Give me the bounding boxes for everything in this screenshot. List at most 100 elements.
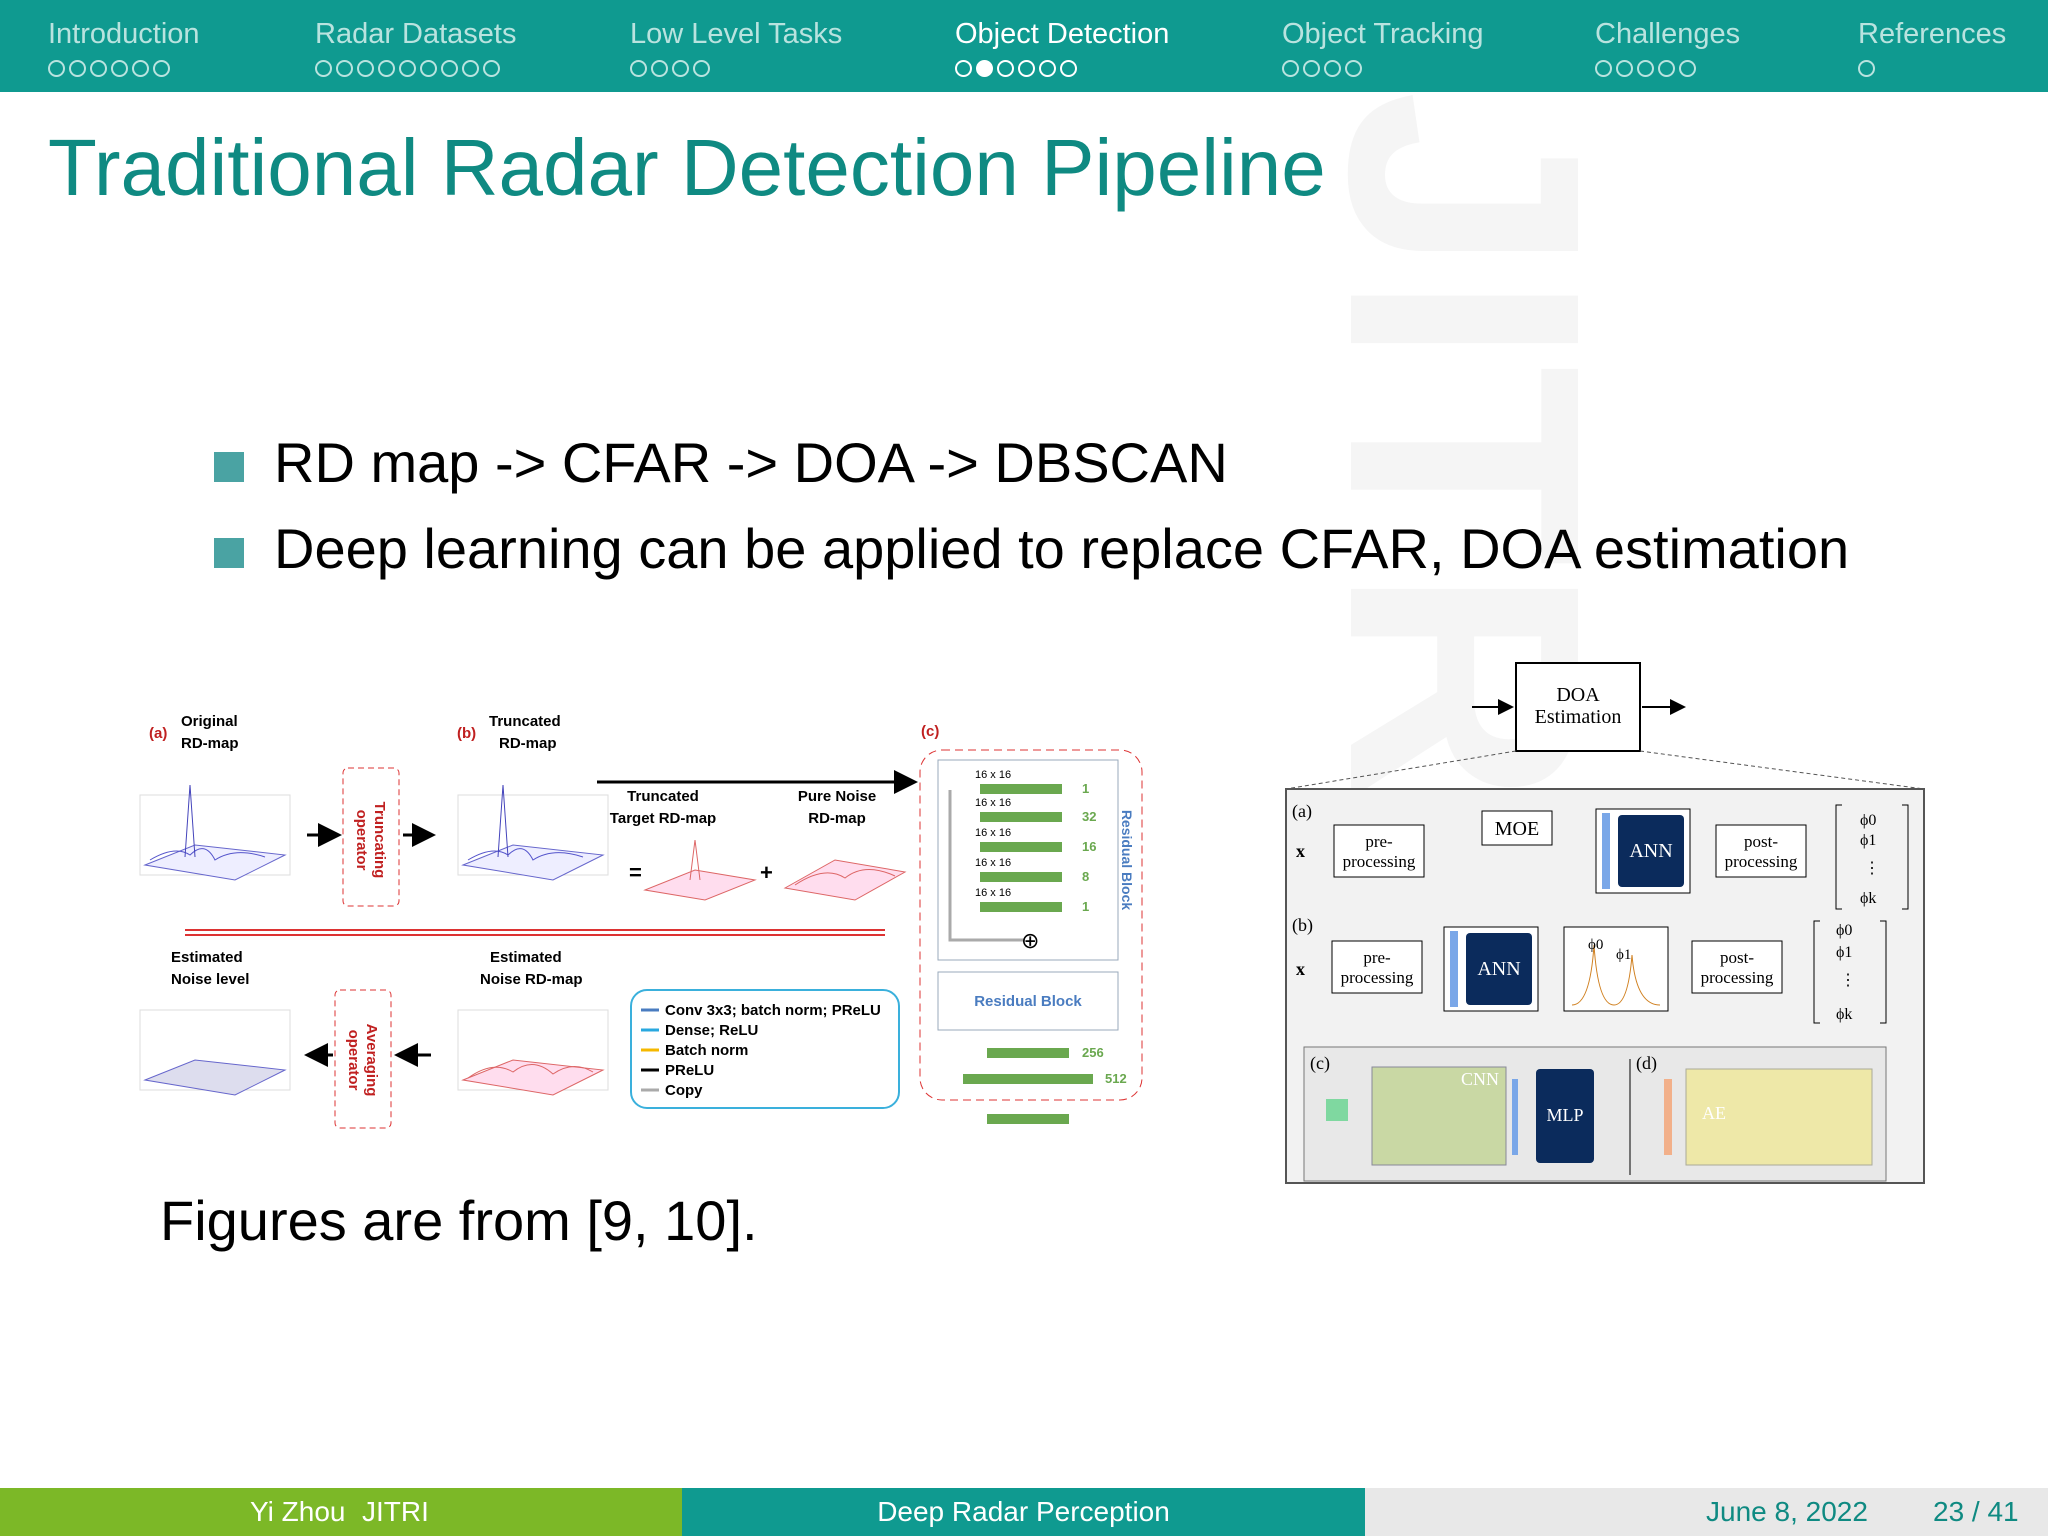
mlp-label: MLP [1546,1105,1583,1125]
truncated-rd-plot [457,784,609,881]
panel-a-label: (a) [1292,801,1312,822]
nav-slide-dot[interactable] [441,60,458,77]
nav-slide-dot[interactable] [90,60,107,77]
label-original: Original [181,713,238,730]
nav-slide-dot[interactable] [420,60,437,77]
nav-slide-dot[interactable] [1303,60,1320,77]
label-rd-map-b: RD-map [499,735,557,752]
truncating-text: Truncating [371,802,388,879]
post-b-2: processing [1701,968,1774,987]
channel-3: 8 [1082,869,1089,884]
dense-1: 512 [1105,1071,1127,1086]
nav-section-4[interactable]: Object Tracking [1282,18,1484,50]
nav-slide-dot[interactable] [1637,60,1654,77]
nav-slide-dot[interactable] [630,60,647,77]
size-0: 16 x 16 [975,769,1011,781]
footer-title: Deep Radar Perception [682,1488,1365,1536]
size-3: 16 x 16 [975,857,1011,869]
nav-slide-dot[interactable] [48,60,65,77]
footer-date-section: June 8, 2022 23 / 41 [1365,1488,2048,1536]
ae-label: AE [1702,1103,1726,1123]
nav-slide-dot[interactable] [111,60,128,77]
nav-slide-dot[interactable] [378,60,395,77]
nav-section-1[interactable]: Radar Datasets [315,18,517,50]
legend-copy: Copy [665,1082,703,1099]
panel-b-label: (b) [1292,915,1313,936]
original-rd-plot [139,784,291,881]
nav-section-dots [955,60,1077,77]
estimated-label-b: Estimated [490,949,562,966]
nav-slide-dot[interactable] [997,60,1014,77]
nav-section-dots [630,60,710,77]
phi1-a: ϕ1 [1860,832,1876,849]
panel-d-label: (d) [1636,1053,1657,1074]
nav-slide-dot[interactable] [483,60,500,77]
equals-sign: = [629,860,642,885]
nav-slide-dot[interactable] [1595,60,1612,77]
nav-slide-dot[interactable] [1679,60,1696,77]
nav-slide-dot[interactable] [1018,60,1035,77]
nav-section-0[interactable]: Introduction [48,18,200,50]
nav-slide-dot[interactable] [976,60,993,77]
nav-slide-dot[interactable] [1282,60,1299,77]
truncating-operator-box: Truncating operator [307,767,436,907]
bullet-text: RD map -> CFAR -> DOA -> DBSCAN [274,431,1228,494]
nav-slide-dot[interactable] [1616,60,1633,77]
nav-slide-dot[interactable] [336,60,353,77]
nav-slide-dot[interactable] [955,60,972,77]
nav-slide-dot[interactable] [357,60,374,77]
nav-section-2[interactable]: Low Level Tasks [630,18,843,50]
footer-page-number: 23 / 41 [1933,1496,2019,1527]
legend-batchnorm: Batch norm [665,1042,748,1059]
noise-level-label: Noise level [171,971,249,988]
nav-section-dots [1858,60,1875,77]
nav-slide-dot[interactable] [1345,60,1362,77]
pre-a-2: processing [1343,852,1416,871]
nav-section-6[interactable]: References [1858,18,2007,50]
legend-box: Conv 3x3; batch norm; PReLU Dense; ReLU … [630,989,900,1109]
nav-slide-dot[interactable] [1658,60,1675,77]
truncated-target-label2: Target RD-map [610,810,716,827]
post-a-1: post- [1744,832,1778,851]
pure-noise-label2: RD-map [808,810,866,827]
footer-date: June 8, 2022 [1706,1496,1868,1527]
nav-section-dots [1595,60,1696,77]
nav-slide-dot[interactable] [1858,60,1875,77]
pre-b-1: pre- [1363,948,1391,967]
nav-slide-dot[interactable] [651,60,668,77]
nav-slide-dot[interactable] [672,60,689,77]
estimated-noise-plot [457,1009,609,1096]
nav-slide-dot[interactable] [153,60,170,77]
label-truncated: Truncated [489,713,561,730]
nav-slide-dot[interactable] [399,60,416,77]
noise-rd-map-label: Noise RD-map [480,971,583,988]
nav-slide-dot[interactable] [693,60,710,77]
residual-box-label: Residual Block [974,993,1082,1010]
pre-b-2: processing [1341,968,1414,987]
x-input-b: x [1296,959,1305,979]
operator-text: operator [353,810,370,871]
pure-noise-label: Pure Noise [798,788,876,805]
nav-slide-dot[interactable] [1039,60,1056,77]
footer-institute: JITRI [362,1496,429,1527]
dense-0: 256 [1082,1045,1104,1060]
nav-slide-dot[interactable] [132,60,149,77]
nav-slide-dot[interactable] [315,60,332,77]
bullet-text: Deep learning can be applied to replace … [274,517,1850,580]
nav-slide-dot[interactable] [1060,60,1077,77]
post-b-1: post- [1720,948,1754,967]
navigation-bar: Introduction Radar Datasets Low Level Task… [0,0,2048,92]
nav-section-3[interactable]: Object Detection [955,18,1170,50]
doa-text-2: Estimation [1535,706,1622,728]
nav-slide-dot[interactable] [69,60,86,77]
plus-sign: + [760,860,773,885]
doa-estimation-figure: DOA Estimation (a) x pre- processing MOE… [1285,662,1925,1184]
nav-section-5[interactable]: Challenges [1595,18,1741,50]
nav-slide-dot[interactable] [1324,60,1341,77]
phi0-b: ϕ0 [1836,922,1852,939]
vdots-a: ⋮ [1864,860,1880,877]
nav-slide-dot[interactable] [462,60,479,77]
label-rd-map: RD-map [181,735,239,752]
estimated-label: Estimated [171,949,243,966]
oplus-symbol: ⊕ [1021,928,1039,953]
